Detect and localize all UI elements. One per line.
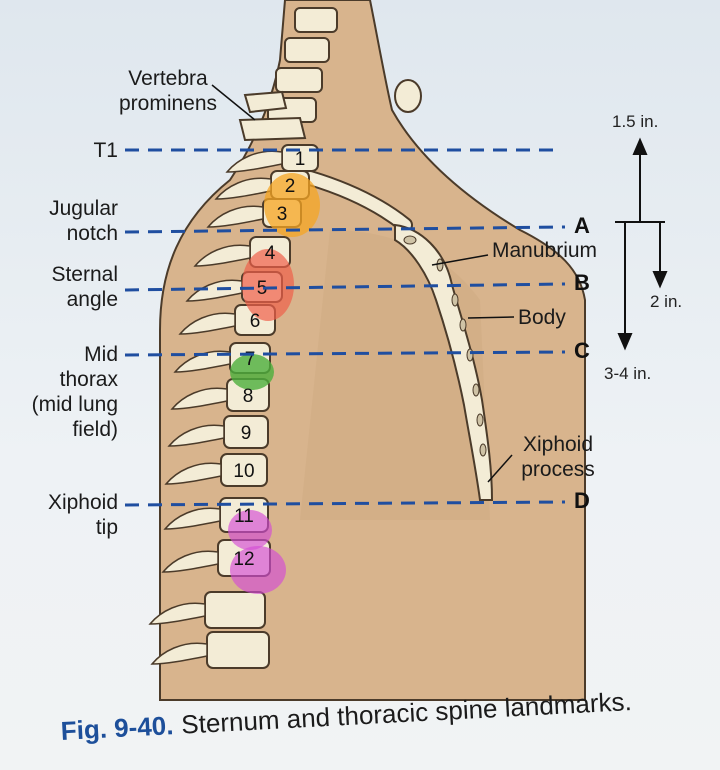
line-d — [124, 500, 566, 507]
vertebra-number: 3 — [277, 204, 288, 225]
letter-b: B — [574, 270, 590, 295]
measure-2-in: 2 in. — [650, 292, 683, 311]
figure-number: Fig. 9-40. — [60, 710, 175, 746]
spinous-process — [164, 462, 222, 485]
spinous-process — [225, 150, 283, 173]
spinous-process — [193, 244, 251, 267]
vertebra-number: 11 — [234, 506, 254, 527]
spinous-process — [185, 279, 243, 302]
letter-d: D — [574, 488, 590, 513]
letter-a: A — [574, 213, 590, 238]
spinous-process — [214, 177, 272, 200]
vertebra-number: 8 — [243, 386, 254, 407]
vertebra-body — [204, 591, 266, 629]
vertebra-number: 2 — [285, 176, 296, 197]
clavicle-inner — [304, 172, 411, 231]
label-manubrium: Manubrium — [492, 239, 598, 262]
spinous-process — [161, 550, 219, 573]
label-sternal-angle: Sternal angle — [51, 263, 118, 311]
line-a — [124, 225, 566, 234]
label-mid-thorax: Mid thorax (mid lung field) — [31, 343, 118, 441]
label-xiphoid-tip: Xiphoid tip — [47, 491, 118, 539]
vertebra-body — [206, 631, 270, 669]
letter-c: C — [574, 338, 590, 363]
vertebra-number: 1 — [295, 149, 306, 170]
label-vertebra-prominens: Vertebra prominens — [118, 67, 218, 115]
measure-3-4-in: 3-4 in. — [604, 364, 652, 383]
vertebra-number: 4 — [265, 243, 276, 264]
spinous-process — [163, 507, 221, 530]
label-jugular-notch: Jugular notch — [49, 197, 118, 245]
measure-1-5-in: 1.5 in. — [612, 112, 659, 131]
measure-arrows — [615, 137, 668, 351]
spinous-process — [167, 424, 225, 447]
line-c — [124, 350, 566, 357]
label-body: Body — [518, 306, 566, 329]
spinous-process — [178, 312, 236, 335]
vertebra-number: 10 — [233, 461, 254, 482]
label-xiphoid-process: Xiphoid process — [521, 433, 595, 481]
spinous-process — [173, 350, 231, 373]
sternum-foramina — [403, 235, 487, 457]
spinous-process — [148, 602, 206, 625]
hyoid-bone — [394, 79, 422, 113]
pointer-lines — [211, 84, 515, 483]
cervical-vertebrae — [238, 7, 338, 142]
vertebra-number: 6 — [250, 311, 261, 332]
vertebra-number: 7 — [245, 349, 256, 370]
spinous-process — [170, 387, 228, 410]
spinous-process — [150, 642, 208, 665]
vertebra-number: 5 — [257, 278, 268, 299]
level-lines — [124, 148, 566, 507]
line-b — [124, 282, 566, 292]
label-t1: T1 — [93, 139, 118, 162]
highlights — [228, 173, 320, 594]
spinous-process — [206, 205, 264, 228]
vertebra-number: 9 — [241, 423, 252, 444]
vertebra-number: 12 — [233, 549, 254, 570]
